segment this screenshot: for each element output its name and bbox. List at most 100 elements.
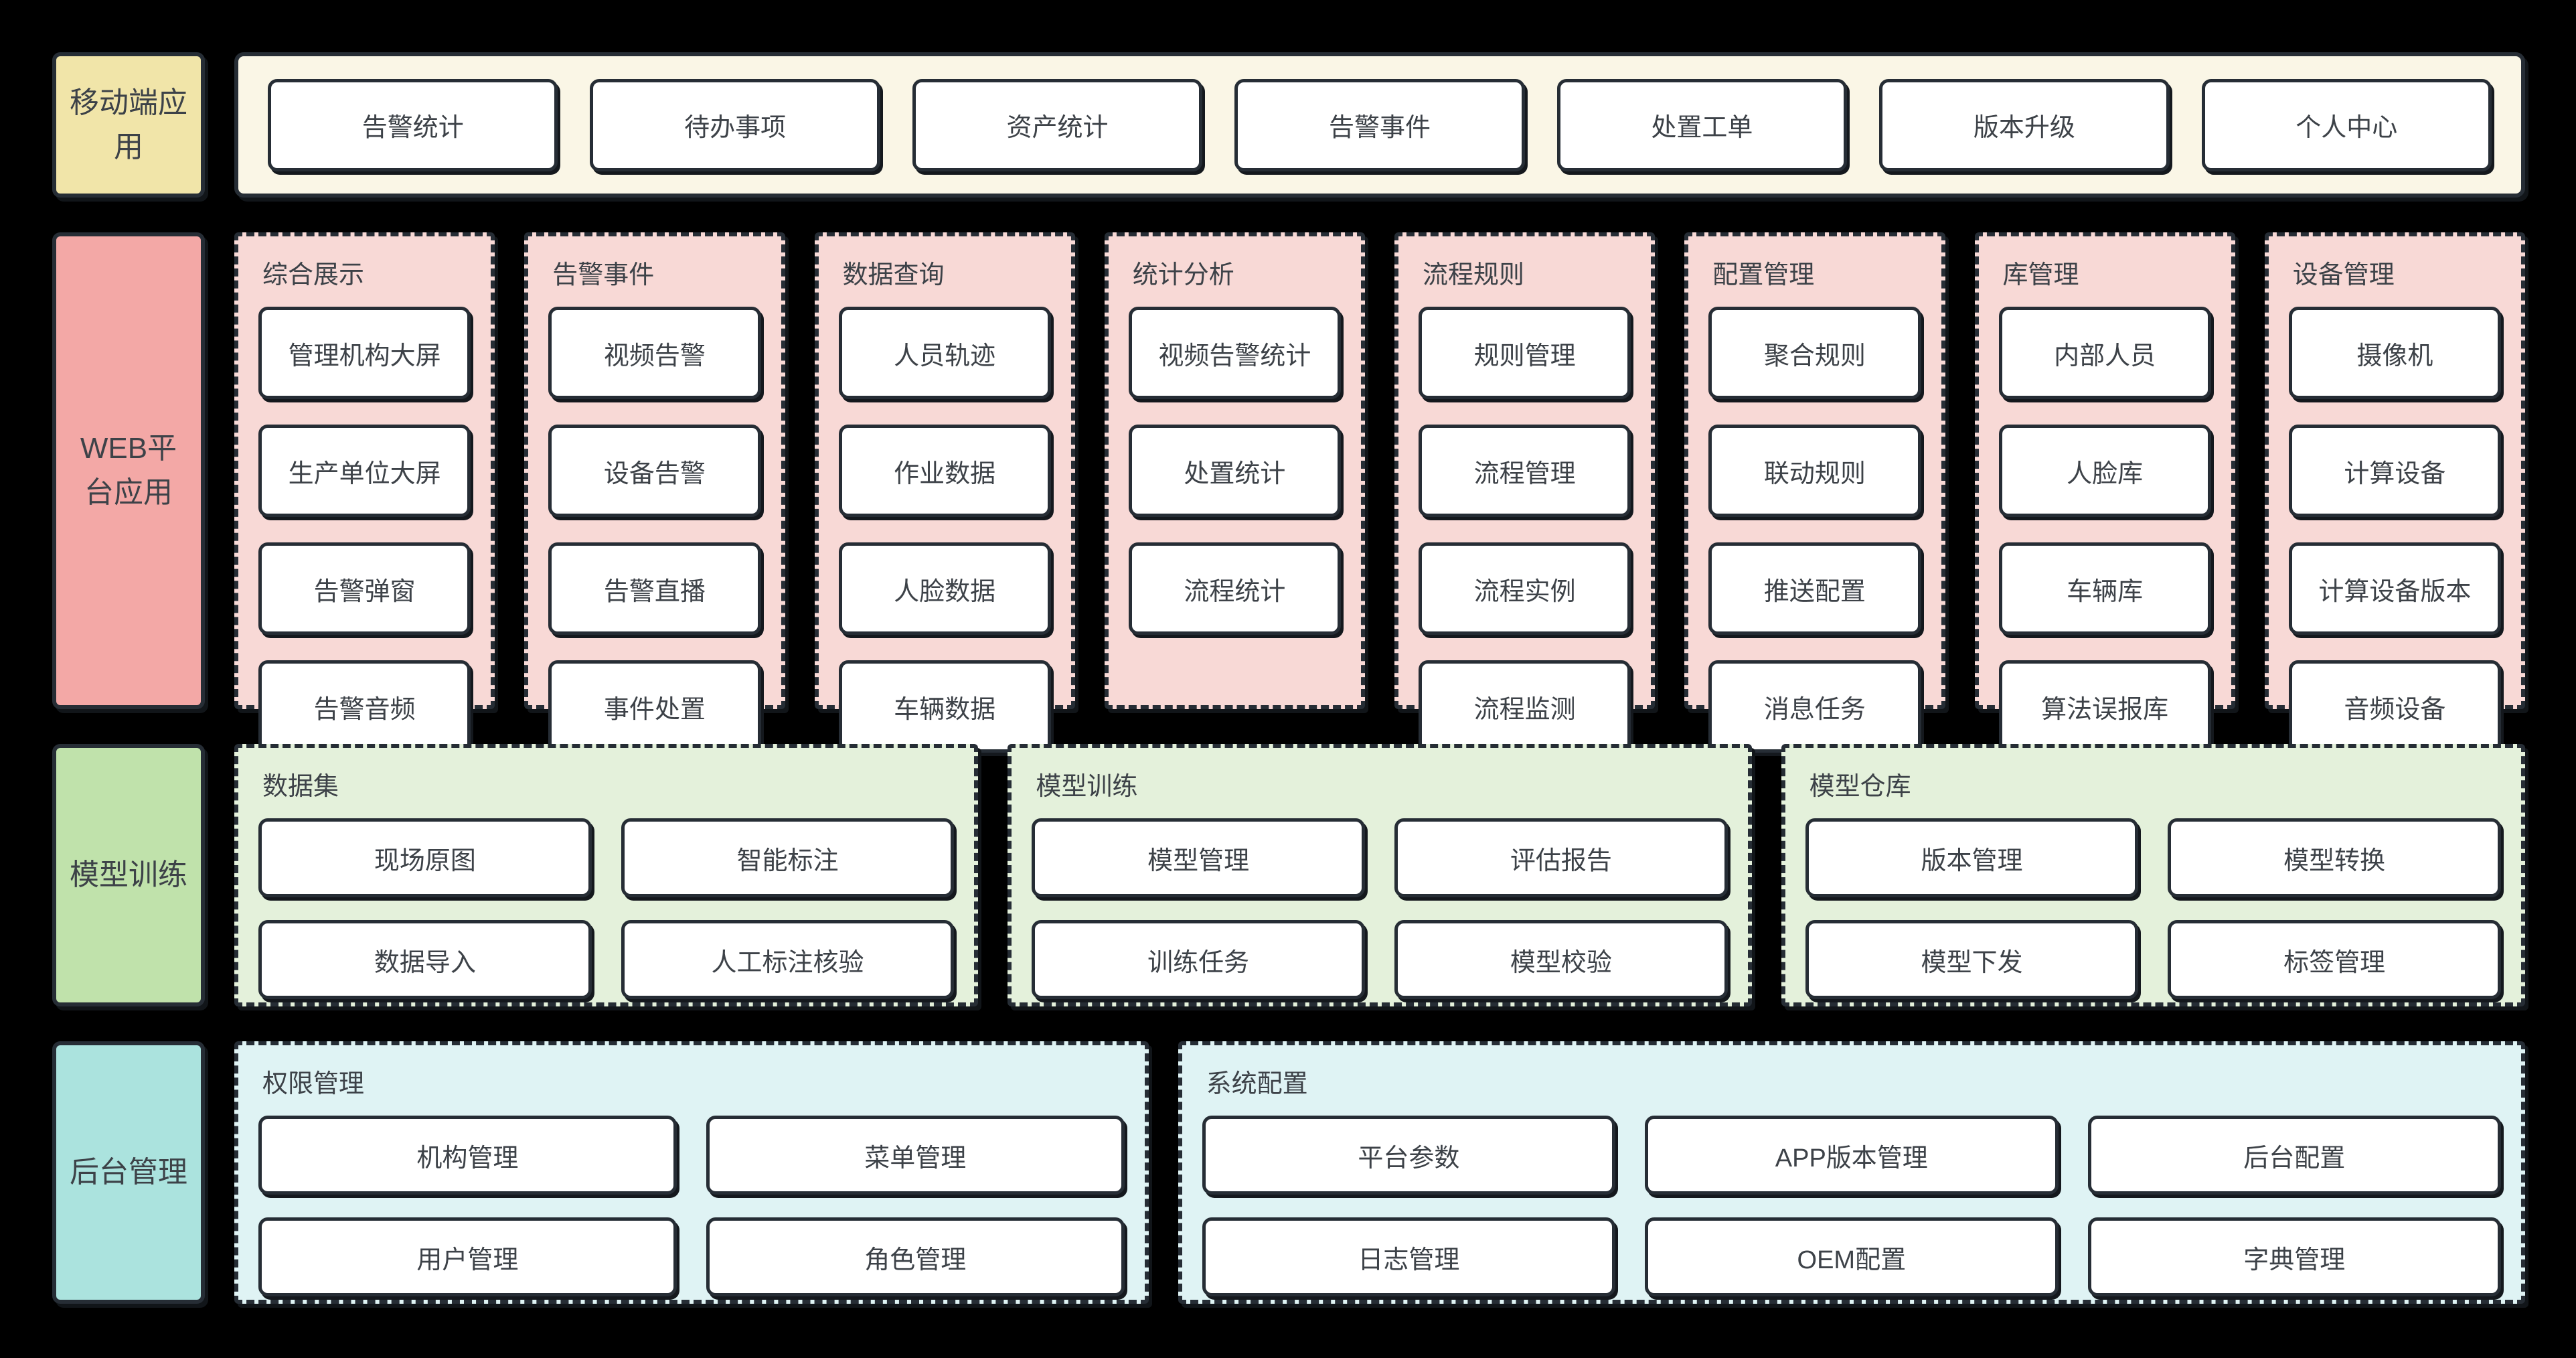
module-box: 摄像机 [2288,307,2501,399]
group-title: 模型训练 [1036,773,1138,801]
module-box: 计算设备版本 [2288,542,2501,635]
module-box: 后台配置 [2087,1116,2501,1195]
module-box: 联动规则 [1708,425,1921,517]
module-box: 字典管理 [2087,1217,2501,1296]
row-label-model-training: 模型训练 [52,744,205,1006]
module-box: 模型转换 [2168,818,2501,897]
module-box: 资产统计 [912,78,1203,171]
module-box: 作业数据 [838,425,1051,517]
row-label-backend-admin: 后台管理 [52,1041,205,1304]
module-box: 日志管理 [1202,1217,1616,1296]
module-box: 处置工单 [1556,78,1848,171]
module-group-model-training-1: 模型训练模型管理评估报告训练任务模型校验 [1008,744,1752,1006]
group-title: 数据查询 [842,261,945,289]
module-box: 数据导入 [258,920,592,999]
module-box: 个人中心 [2201,78,2492,171]
module-group-backend-admin-0: 权限管理机构管理菜单管理用户管理角色管理 [234,1041,1149,1304]
module-box: 版本升级 [1879,78,2170,171]
row-web-platform: WEB平台应用 综合展示管理机构大屏生产单位大屏告警弹窗告警音频告警事件视频告警… [52,232,2525,753]
group-title: 流程规则 [1423,261,1525,289]
module-box: 模型下发 [1805,920,2139,999]
module-box: 告警弹窗 [258,542,471,635]
group-title: 系统配置 [1206,1070,1308,1098]
module-box: 评估报告 [1394,818,1728,897]
module-box: 版本管理 [1805,818,2139,897]
module-box: 机构管理 [258,1116,677,1195]
group-title: 设备管理 [2292,261,2395,289]
row-mobile-app: 移动端应用 告警统计待办事项资产统计告警事件处置工单版本升级个人中心 [52,52,2525,198]
module-box: 告警事件 [1234,78,1525,171]
row-content-mobile-app: 告警统计待办事项资产统计告警事件处置工单版本升级个人中心 [234,52,2525,198]
module-box: 设备告警 [548,425,761,517]
module-group-model-training-2: 模型仓库版本管理模型转换模型下发标签管理 [1781,744,2525,1006]
module-box: 告警统计 [268,78,558,171]
module-box: 车辆数据 [838,660,1051,753]
module-box: 消息任务 [1708,660,1921,753]
group-grid: 视频告警设备告警告警直播事件处置 [548,307,761,753]
module-box: 音频设备 [2288,660,2501,753]
module-box: 事件处置 [548,660,761,753]
row-content-web-platform: 综合展示管理机构大屏生产单位大屏告警弹窗告警音频告警事件视频告警设备告警告警直播… [234,232,2525,753]
module-box: 算法误报库 [1998,660,2211,753]
group-grid: 视频告警统计处置统计流程统计 [1128,307,1341,635]
module-box: 计算设备 [2288,425,2501,517]
group-grid: 机构管理菜单管理用户管理角色管理 [258,1116,1125,1296]
group-title: 权限管理 [262,1070,365,1098]
module-box: 现场原图 [258,818,592,897]
module-box: 人脸数据 [838,542,1051,635]
module-group-mobile-app-0: 告警统计待办事项资产统计告警事件处置工单版本升级个人中心 [234,52,2525,198]
module-group-web-platform-2: 数据查询人员轨迹作业数据人脸数据车辆数据 [814,232,1075,753]
group-title: 数据集 [262,773,339,801]
module-box: 规则管理 [1419,307,1631,399]
module-group-model-training-0: 数据集现场原图智能标注数据导入人工标注核验 [234,744,979,1006]
module-box: 流程管理 [1419,425,1631,517]
module-box: 角色管理 [706,1217,1125,1296]
row-label-web-platform: WEB平台应用 [52,232,205,709]
group-grid: 内部人员人脸库车辆库算法误报库 [1998,307,2211,753]
module-box: 菜单管理 [706,1116,1125,1195]
module-box: 模型校验 [1394,920,1728,999]
row-label-mobile-app: 移动端应用 [52,52,205,198]
group-grid: 人员轨迹作业数据人脸数据车辆数据 [838,307,1051,753]
module-box: 待办事项 [590,78,880,171]
module-group-web-platform-5: 配置管理聚合规则联动规则推送配置消息任务 [1684,232,1945,753]
group-grid: 聚合规则联动规则推送配置消息任务 [1708,307,1921,753]
module-box: 训练任务 [1032,920,1365,999]
group-grid: 管理机构大屏生产单位大屏告警弹窗告警音频 [258,307,471,753]
group-grid: 版本管理模型转换模型下发标签管理 [1805,818,2501,999]
group-grid: 摄像机计算设备计算设备版本音频设备 [2288,307,2501,753]
group-title: 综合展示 [262,261,365,289]
module-box: 车辆库 [1998,542,2211,635]
group-grid: 规则管理流程管理流程实例流程监测 [1419,307,1631,753]
group-grid: 现场原图智能标注数据导入人工标注核验 [258,818,955,999]
module-group-web-platform-4: 流程规则规则管理流程管理流程实例流程监测 [1394,232,1656,753]
module-box: 视频告警 [548,307,761,399]
module-box: OEM配置 [1645,1217,2059,1296]
module-box: 模型管理 [1032,818,1365,897]
module-box: 人员轨迹 [838,307,1051,399]
module-box: 生产单位大屏 [258,425,471,517]
module-box: APP版本管理 [1645,1116,2059,1195]
module-box: 处置统计 [1128,425,1341,517]
row-model-training: 模型训练 数据集现场原图智能标注数据导入人工标注核验模型训练模型管理评估报告训练… [52,744,2525,1006]
group-title: 配置管理 [1712,261,1815,289]
module-box: 内部人员 [1998,307,2211,399]
module-box: 管理机构大屏 [258,307,471,399]
group-grid: 告警统计待办事项资产统计告警事件处置工单版本升级个人中心 [268,78,2492,171]
module-group-web-platform-1: 告警事件视频告警设备告警告警直播事件处置 [524,232,785,753]
module-group-web-platform-7: 设备管理摄像机计算设备计算设备版本音频设备 [2264,232,2525,753]
group-grid: 模型管理评估报告训练任务模型校验 [1032,818,1728,999]
module-box: 人工标注核验 [621,920,955,999]
module-box: 告警音频 [258,660,471,753]
module-box: 聚合规则 [1708,307,1921,399]
module-group-web-platform-6: 库管理内部人员人脸库车辆库算法误报库 [1974,232,2235,753]
module-box: 流程实例 [1419,542,1631,635]
module-box: 用户管理 [258,1217,677,1296]
module-box: 智能标注 [621,818,955,897]
module-box: 推送配置 [1708,542,1921,635]
